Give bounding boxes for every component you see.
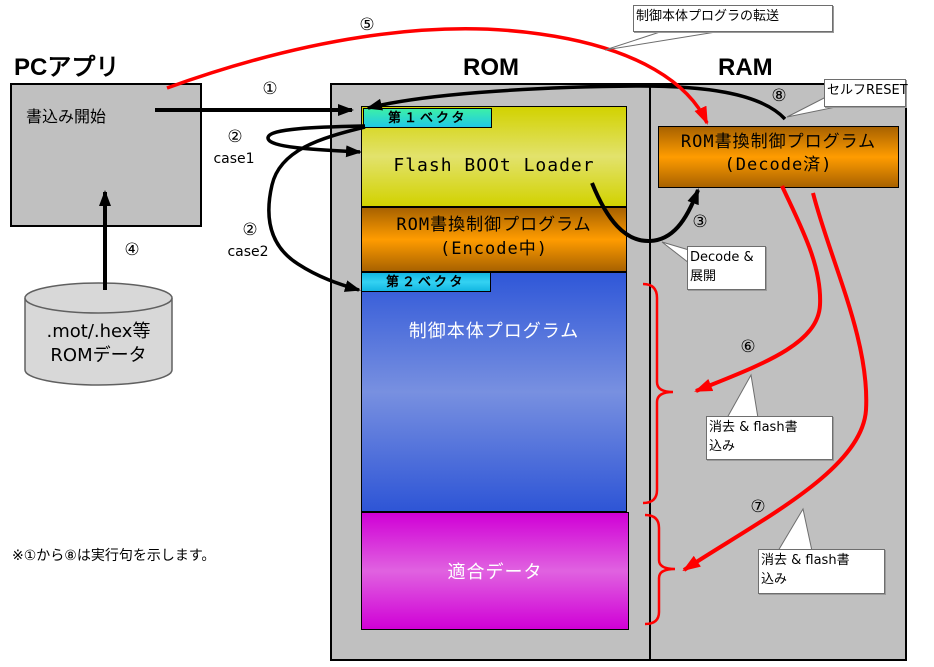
vector2-label: 第２ベクタ [386,275,466,290]
erase-write-step7-callout-pointer [777,507,813,552]
erase-write-step6-callout: 消去 & flash書 込み [706,416,833,460]
main-program-block: 制御本体プログラム [361,272,627,512]
rom-data-title: ROMデータ [50,345,147,366]
boot-loader-label: Flash BOOt Loader [393,155,595,176]
step6-arrow [694,185,823,393]
step7-arrow [682,192,869,572]
step7-label: ⑦ [750,497,766,517]
transfer-callout-pointer [604,30,723,51]
step5-label: ⑤ [359,15,375,35]
erase-write-step6-line1: 消去 & flash書 [709,420,798,435]
ram-heading: RAM [718,54,773,81]
start-write-label: 書込み開始 [26,107,107,126]
decode-expand-line1: Decode & [690,250,754,265]
rom-heading: ROM [463,54,519,81]
rewrite-program-encoded-block: ROM書換制御プログラム (Encode中) [361,207,627,272]
vector1-label-box: 第１ベクタ [363,108,492,128]
calibration-data-brace [644,513,676,626]
step8-label: ⑧ [771,86,787,106]
pc-app-heading: PCアプリ [14,54,120,81]
cylinder-body [24,298,173,386]
vector1-label: 第１ベクタ [388,111,468,126]
step6-label: ⑥ [740,337,756,357]
step2-case2-number: ② [242,220,258,240]
rom-data-store-label: .mot/.hex等 ROMデータ [25,320,172,368]
step2-case1-arrow [266,124,366,158]
step2-case2-label: case2 [227,244,269,260]
pc-app-box: 書込み開始 [10,83,202,227]
decode-callout-pointer [661,241,690,265]
rewrite-program-encoded-title: ROM書換制御プログラム [396,215,592,235]
erase-write-step7-callout: 消去 & flash書 込み [758,549,885,594]
step2-case1-number: ② [227,127,243,147]
vector2-label-box: 第２ベクタ [361,272,491,292]
step1-label: ① [262,79,278,99]
self-reset-callout: セルフRESET [824,79,908,107]
decode-expand-line2: 展開 [690,269,717,284]
step5-arrow [166,27,709,125]
calibration-data-label: 適合データ [447,562,543,583]
step2-case1-label: case1 [213,151,255,167]
rom-data-file-types: .mot/.hex等 [46,321,151,342]
decode-expand-callout: Decode & 展開 [687,246,766,290]
execution-order-note: ※①から⑧は実行句を示します。 [12,548,216,564]
transfer-callout-text: 制御本体プログラの転送 [636,9,780,24]
step2-case2-arrow [267,125,366,292]
erase-write-step7-line2: 込み [761,572,788,587]
step8-arrow [366,84,787,121]
main-program-brace [642,282,674,505]
transfer-callout: 制御本体プログラの転送 [633,5,833,32]
erase-write-step7-line1: 消去 & flash書 [761,553,850,568]
step4-label: ④ [124,240,140,260]
rewrite-program-decoded-block: ROM書換制御プログラム (Decode済) [658,126,899,188]
main-program-label: 制御本体プログラム [408,321,580,342]
erase-write-step6-line2: 込み [709,439,736,454]
rewrite-program-decoded-status: (Decode済) [724,155,833,175]
rom-ram-divider [649,83,651,661]
rewrite-program-encoded-status: (Encode中) [440,239,548,259]
erase-write-step6-callout-pointer [726,373,759,419]
cylinder-top [24,282,173,314]
rewrite-program-decoded-title: ROM書換制御プログラム [680,132,877,152]
self-reset-callout-text: セルフRESET [827,83,908,98]
rom-data-cylinder [24,282,173,386]
calibration-data-block: 適合データ [361,512,629,630]
step3-label: ③ [692,212,708,232]
boot-loader-block: Flash BOOt Loader [361,106,627,207]
step3-arrow [590,182,700,244]
